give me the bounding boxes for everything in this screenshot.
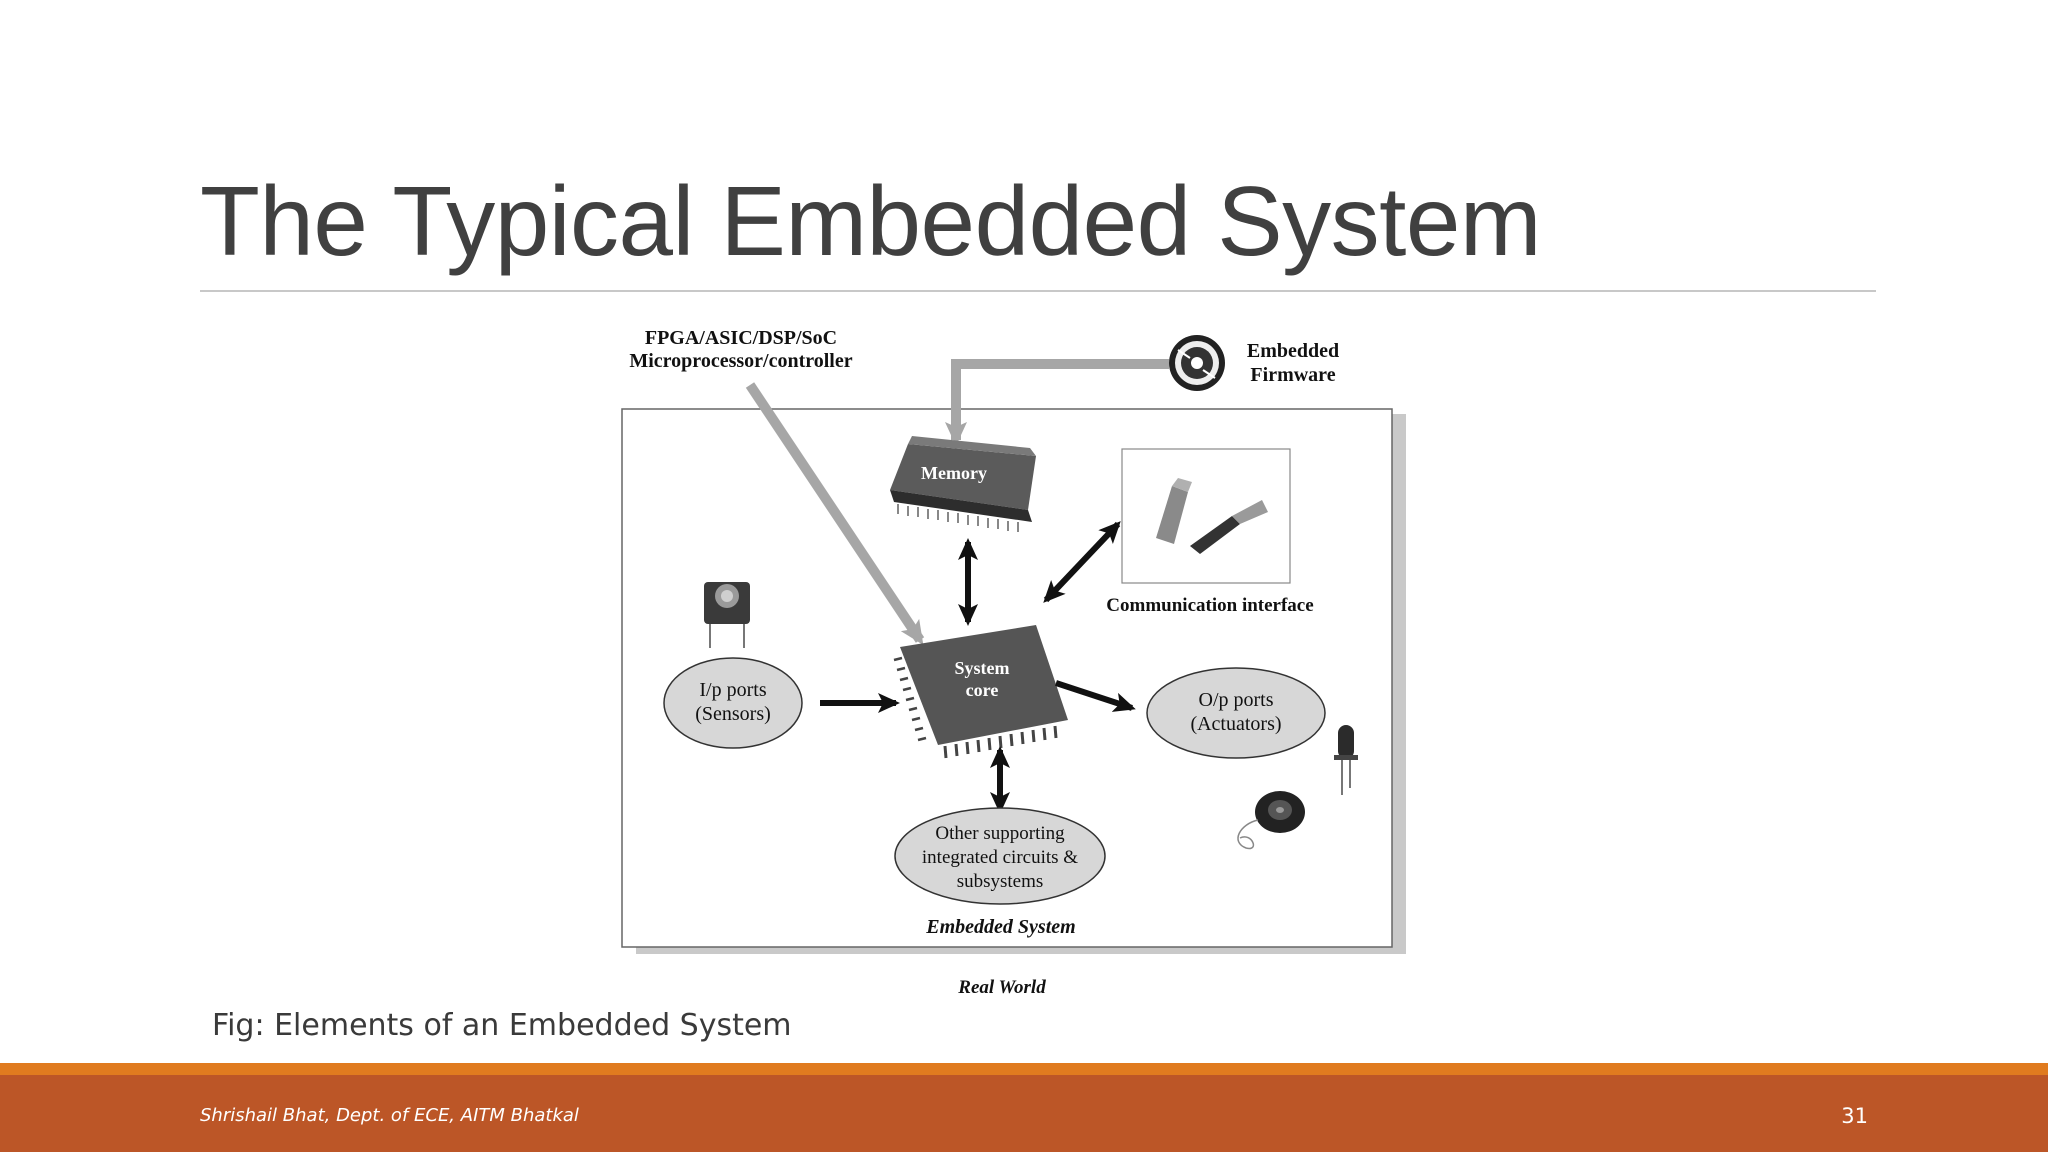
output-ports-line1: O/p ports [1199, 689, 1274, 711]
buzzer-image [1237, 791, 1305, 850]
firmware-to-memory-arrow [945, 359, 1169, 446]
led-image [1334, 725, 1358, 795]
input-ports-ellipse [663, 657, 803, 749]
page-number: 31 [1841, 1104, 1868, 1128]
firmware-disc-icon [1169, 335, 1225, 391]
processor-label-line1: FPGA/ASIC/DSP/SoC [645, 327, 837, 349]
memory-label: Memory [921, 463, 987, 483]
core-to-output-arrow [1055, 680, 1136, 712]
comm-interface-label: Communication interface [1106, 595, 1313, 616]
output-ports-line2: (Actuators) [1190, 713, 1281, 735]
system-core-line2: core [966, 680, 999, 700]
footer-accent-stripe [0, 1063, 2048, 1075]
processor-label-line2: Microprocessor/controller [629, 350, 852, 372]
other-ics-line3: subsystems [957, 871, 1044, 892]
embedded-system-diagram: FPGA/ASIC/DSP/SoC Microprocessor/control… [600, 310, 1420, 1010]
title-divider [200, 290, 1876, 292]
system-core-line1: System [955, 658, 1010, 678]
figure-caption: Fig: Elements of an Embedded System [212, 1008, 792, 1043]
slide-title: The Typical Embedded System [200, 166, 1542, 276]
footer-bar [0, 1075, 2048, 1152]
footer-author: Shrishail Bhat, Dept. of ECE, AITM Bhatk… [200, 1105, 579, 1126]
input-ports-line1: I/p ports [699, 679, 766, 701]
sensor-image [704, 582, 750, 648]
firmware-label-line1: Embedded [1247, 340, 1339, 362]
memory-chip [890, 436, 1036, 532]
other-ics-line1: Other supporting [935, 823, 1065, 844]
comm-core-arrow [1043, 521, 1121, 603]
real-world-label: Real World [957, 977, 1046, 998]
other-ics-ellipse [894, 807, 1106, 905]
output-ports-ellipse [1146, 667, 1326, 759]
embedded-system-label: Embedded System [925, 916, 1075, 938]
firmware-label-line2: Firmware [1250, 364, 1335, 386]
usb-connector-image [1121, 448, 1291, 584]
input-ports-line2: (Sensors) [695, 703, 771, 725]
processor-to-core-arrow [745, 382, 925, 645]
system-core-chip [893, 625, 1068, 759]
other-ics-line2: integrated circuits & [922, 847, 1078, 868]
